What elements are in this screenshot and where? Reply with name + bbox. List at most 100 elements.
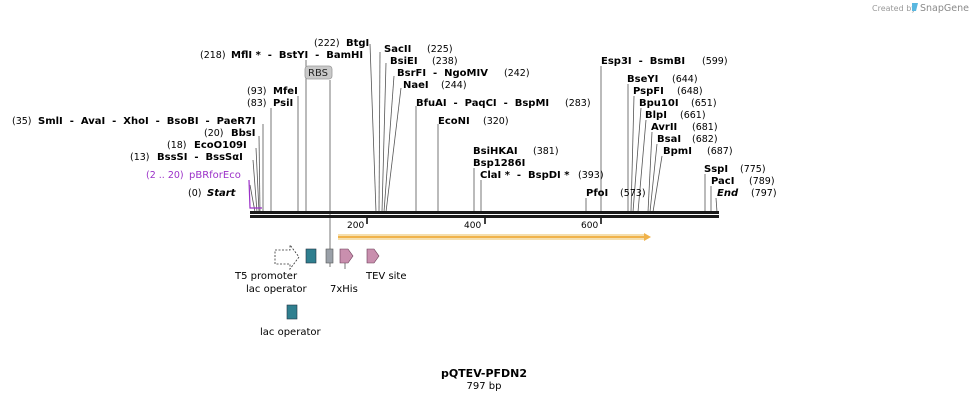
line-bpmi bbox=[652, 155, 663, 213]
site-pos-bsssi: (13) bbox=[130, 152, 150, 163]
site-clai[interactable]: ClaI * - BspDI * bbox=[480, 170, 570, 181]
site-pos-bsiei: (238) bbox=[432, 56, 458, 67]
line-bbsi bbox=[258, 135, 261, 213]
tag-arrow-icon bbox=[339, 248, 354, 264]
site-pos-bpmi: (687) bbox=[707, 146, 733, 157]
orf-arrowhead bbox=[644, 233, 651, 241]
site-pos-bseyi: (644) bbox=[672, 74, 698, 85]
line-pspfi bbox=[630, 95, 635, 213]
site-pos-sacii: (225) bbox=[427, 44, 453, 55]
snapgene-logo-icon bbox=[912, 3, 918, 11]
site-lines bbox=[249, 43, 718, 267]
site-pos-paci: (789) bbox=[749, 176, 775, 187]
backbone-top-strand bbox=[250, 211, 719, 214]
site-econi[interactable]: EcoNI bbox=[438, 116, 470, 127]
site-start[interactable]: Start bbox=[207, 188, 237, 199]
site-bsai[interactable]: BsaI bbox=[657, 134, 681, 145]
site-bsp1286i[interactable]: Bsp1286I bbox=[473, 158, 525, 169]
created-by-text: Created by bbox=[872, 4, 916, 13]
site-blpi[interactable]: BlpI bbox=[645, 110, 667, 121]
site-pos-bsrfi: (242) bbox=[504, 68, 530, 79]
site-pos-pfoi: (573) bbox=[620, 188, 646, 199]
line-blpi bbox=[637, 119, 647, 213]
map-size: 797 bp bbox=[467, 381, 502, 392]
primer-line bbox=[248, 179, 262, 209]
site-pos-clai: (393) bbox=[578, 170, 604, 181]
line-bsai bbox=[649, 143, 658, 213]
rbs-badge bbox=[304, 65, 333, 80]
site-pos-bbsi: (20) bbox=[204, 128, 224, 139]
site-smli[interactable]: SmlI - AvaI - XhoI - BsoBI - PaeR7I bbox=[38, 116, 256, 127]
site-sacii[interactable]: SacII bbox=[384, 44, 411, 55]
site-pos-psii: (83) bbox=[247, 98, 267, 109]
site-pos-smli: (35) bbox=[12, 116, 32, 127]
site-sspi[interactable]: SspI bbox=[704, 164, 728, 175]
site-bpu10i[interactable]: Bpu10I bbox=[639, 98, 679, 109]
site-bsssi[interactable]: BssSI - BssSαI bbox=[157, 152, 243, 163]
site-labels: (0) Start (13) BssSI - BssSαI (18) EcoO1… bbox=[12, 38, 777, 199]
site-esp3i[interactable]: Esp3I - BsmBI bbox=[601, 56, 685, 67]
feature-label-his-tag: 7xHis bbox=[330, 284, 358, 295]
backbone-bottom-strand bbox=[250, 215, 719, 218]
site-pfoi[interactable]: PfoI bbox=[586, 188, 608, 199]
feature-his-tag[interactable]: 7xHis bbox=[330, 248, 358, 295]
brand-text: SnapGene bbox=[920, 3, 969, 14]
site-avrii[interactable]: AvrII bbox=[651, 122, 677, 133]
tick-label-200: 200 bbox=[347, 221, 364, 231]
primer-pbrforeco[interactable]: (2 .. 20) pBRforEco bbox=[146, 170, 262, 209]
site-bfuai[interactable]: BfuAI - PaqCI - BspMI bbox=[416, 98, 549, 109]
line-sacii bbox=[378, 51, 381, 213]
line-end bbox=[715, 197, 718, 213]
site-psii[interactable]: PsiI bbox=[273, 98, 293, 109]
site-pos-end: (797) bbox=[751, 188, 777, 199]
site-pos-esp3i: (599) bbox=[702, 56, 728, 67]
line-ecoo109i bbox=[255, 147, 260, 213]
ruler: 200 400 600 bbox=[347, 218, 602, 231]
feature-label-lac-operator-2: lac operator bbox=[260, 327, 321, 338]
site-mfli[interactable]: MflI * - BstYI - BamHI bbox=[231, 50, 363, 61]
feature-lac-operator-1[interactable]: lac operator bbox=[246, 248, 317, 295]
line-bsrfi bbox=[383, 75, 395, 213]
feature-rbs-box[interactable] bbox=[325, 248, 334, 264]
site-bpmi[interactable]: BpmI bbox=[663, 146, 692, 157]
site-bseyi[interactable]: BseYI bbox=[627, 74, 658, 85]
line-avrii bbox=[647, 131, 653, 213]
site-end[interactable]: End bbox=[717, 188, 739, 199]
site-pspfi[interactable]: PspFI bbox=[633, 86, 664, 97]
site-mfei[interactable]: MfeI bbox=[273, 86, 298, 97]
features: T5 promoter lac operator 7xHis TEV site … bbox=[234, 243, 407, 338]
site-paci[interactable]: PacI bbox=[711, 176, 734, 187]
feature-label-tev-site: TEV site bbox=[365, 271, 407, 282]
site-pos-avrii: (681) bbox=[692, 122, 718, 133]
site-btgi[interactable]: BtgI bbox=[346, 38, 369, 49]
site-naei[interactable]: NaeI bbox=[403, 80, 429, 91]
tick-label-600: 600 bbox=[581, 221, 598, 231]
rbs-label[interactable]: RBS bbox=[304, 65, 333, 80]
site-pos-bsai: (682) bbox=[692, 134, 718, 145]
site-pos-start: (0) bbox=[188, 188, 201, 199]
primer-pos: (2 .. 20) bbox=[146, 170, 184, 181]
site-pos-econi: (320) bbox=[483, 116, 509, 127]
site-bsrfi[interactable]: BsrFI - NgoMIV bbox=[397, 68, 488, 79]
orf-line bbox=[338, 236, 644, 238]
feature-label-t5-promoter: T5 promoter bbox=[234, 271, 298, 282]
feature-lac-operator-2[interactable]: lac operator bbox=[260, 304, 321, 338]
credit: Created by SnapGene bbox=[872, 3, 969, 14]
site-pos-pspfi: (648) bbox=[677, 86, 703, 97]
site-pos-blpi: (661) bbox=[680, 110, 706, 121]
site-bsiei[interactable]: BsiEI bbox=[390, 56, 418, 67]
site-pos-btgi: (222) bbox=[314, 38, 340, 49]
site-ecoo109i[interactable]: EcoO109I bbox=[194, 140, 247, 151]
feature-tev-site[interactable]: TEV site bbox=[365, 248, 407, 282]
feature-label-lac-operator-1: lac operator bbox=[246, 284, 307, 295]
site-pos-mfei: (93) bbox=[247, 86, 267, 97]
site-bbsi[interactable]: BbsI bbox=[231, 128, 255, 139]
operator-box-icon bbox=[305, 248, 317, 264]
site-bsihkai[interactable]: BsiHKAI bbox=[473, 146, 518, 157]
line-bpu10i bbox=[632, 107, 642, 213]
feature-t5-promoter[interactable]: T5 promoter bbox=[234, 243, 300, 282]
orf-arrow[interactable] bbox=[338, 233, 651, 241]
line-bsiei bbox=[381, 62, 387, 213]
site-pos-bsihkai: (381) bbox=[533, 146, 559, 157]
